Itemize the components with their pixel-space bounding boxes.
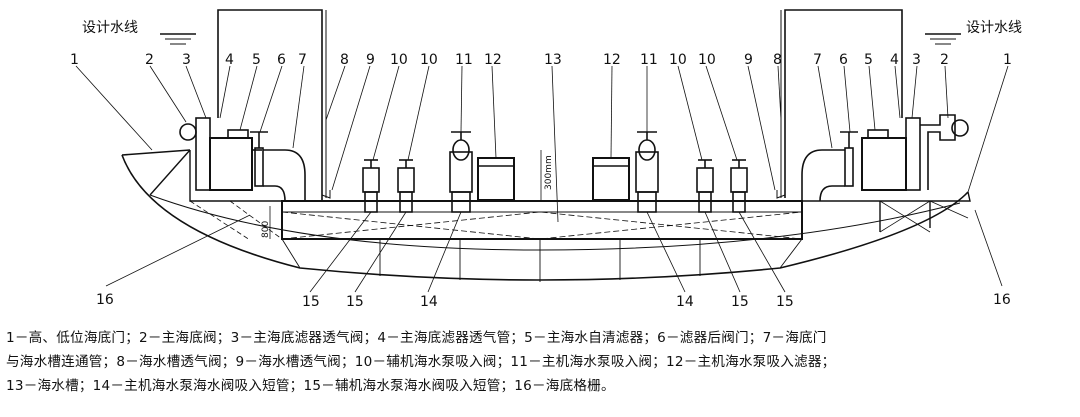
strainer-right [861, 137, 907, 191]
aux-valve-right-2 [730, 159, 748, 213]
aux-valve-left-2 [397, 159, 415, 213]
callout-number: 10 [669, 52, 687, 68]
callout-number: 7 [298, 52, 307, 68]
strainer-left [209, 137, 253, 191]
callout-number: 6 [277, 52, 286, 68]
callout-number: 2 [940, 52, 949, 68]
callout-number: 5 [864, 52, 873, 68]
main-sea-valve-left [195, 117, 211, 191]
hull-outline [121, 154, 969, 281]
aux-valve-right-1 [696, 159, 714, 213]
legend-line: 1－高、低位海底门；2－主海底阀；3－主海底滤器透气阀；4－主海底滤器透气管；5… [6, 330, 827, 346]
callout-number: 9 [366, 52, 375, 68]
grid-depth-dimension: 800 [261, 221, 271, 238]
callout-number: 16 [993, 292, 1011, 308]
callout-number: 14 [676, 294, 694, 310]
callout-number: 3 [182, 52, 191, 68]
tank-height-dimension: 300mm [544, 155, 554, 190]
sea-chest-diagram: 设计水线 设计水线 300mm 800 1 2 3 4 5 6 7 8 9 10… [70, 9, 1022, 310]
main-strainer-right [592, 157, 630, 201]
callout-number: 4 [225, 52, 234, 68]
legend: 1－高、低位海底门；2－主海底阀；3－主海底滤器透气阀；4－主海底滤器透气管；5… [6, 326, 1076, 398]
callout-number: 16 [96, 292, 114, 308]
callout-number: 15 [776, 294, 794, 310]
callout-number: 7 [813, 52, 822, 68]
main-sea-valve-right [905, 117, 921, 191]
connecting-pipe-right [801, 149, 845, 202]
water-line-label-right: 设计水线 [966, 20, 1022, 36]
callout-number: 5 [252, 52, 261, 68]
callout-number: 13 [544, 52, 562, 68]
main-valve-right [635, 131, 659, 213]
callout-number: 3 [912, 52, 921, 68]
callout-number: 12 [603, 52, 621, 68]
callout-number: 15 [302, 294, 320, 310]
hull-inner-line [149, 194, 961, 251]
callout-number: 8 [773, 52, 782, 68]
main-strainer-left [477, 157, 515, 201]
legend-line: 13－海水槽；14－主机海水泵海水阀吸入短管；15－辅机海水泵海水阀吸入短管；1… [6, 378, 615, 394]
callout-number: 8 [340, 52, 349, 68]
legend-line: 与海水槽连通管；8－海水槽透气阀；9－海水槽透气阀；10－辅机海水泵吸入阀；11… [6, 354, 836, 370]
valve-after-strainer-left [254, 147, 264, 187]
aux-valve-left-1 [362, 159, 380, 213]
callout-number: 6 [839, 52, 848, 68]
callout-number: 11 [455, 52, 473, 68]
callout-number: 15 [346, 294, 364, 310]
callout-number: 1 [70, 52, 79, 68]
callout-number: 11 [640, 52, 658, 68]
callout-number: 2 [145, 52, 154, 68]
connecting-pipe-left [263, 149, 306, 202]
callout-number: 10 [698, 52, 716, 68]
valve-after-strainer-right [844, 147, 854, 187]
callout-number: 14 [420, 294, 438, 310]
callout-number: 10 [390, 52, 408, 68]
callout-number: 15 [731, 294, 749, 310]
callout-number: 10 [420, 52, 438, 68]
callout-number: 12 [484, 52, 502, 68]
callout-number: 9 [744, 52, 753, 68]
water-line-label-left: 设计水线 [82, 20, 138, 36]
callout-number: 1 [1003, 52, 1012, 68]
callout-number: 4 [890, 52, 899, 68]
